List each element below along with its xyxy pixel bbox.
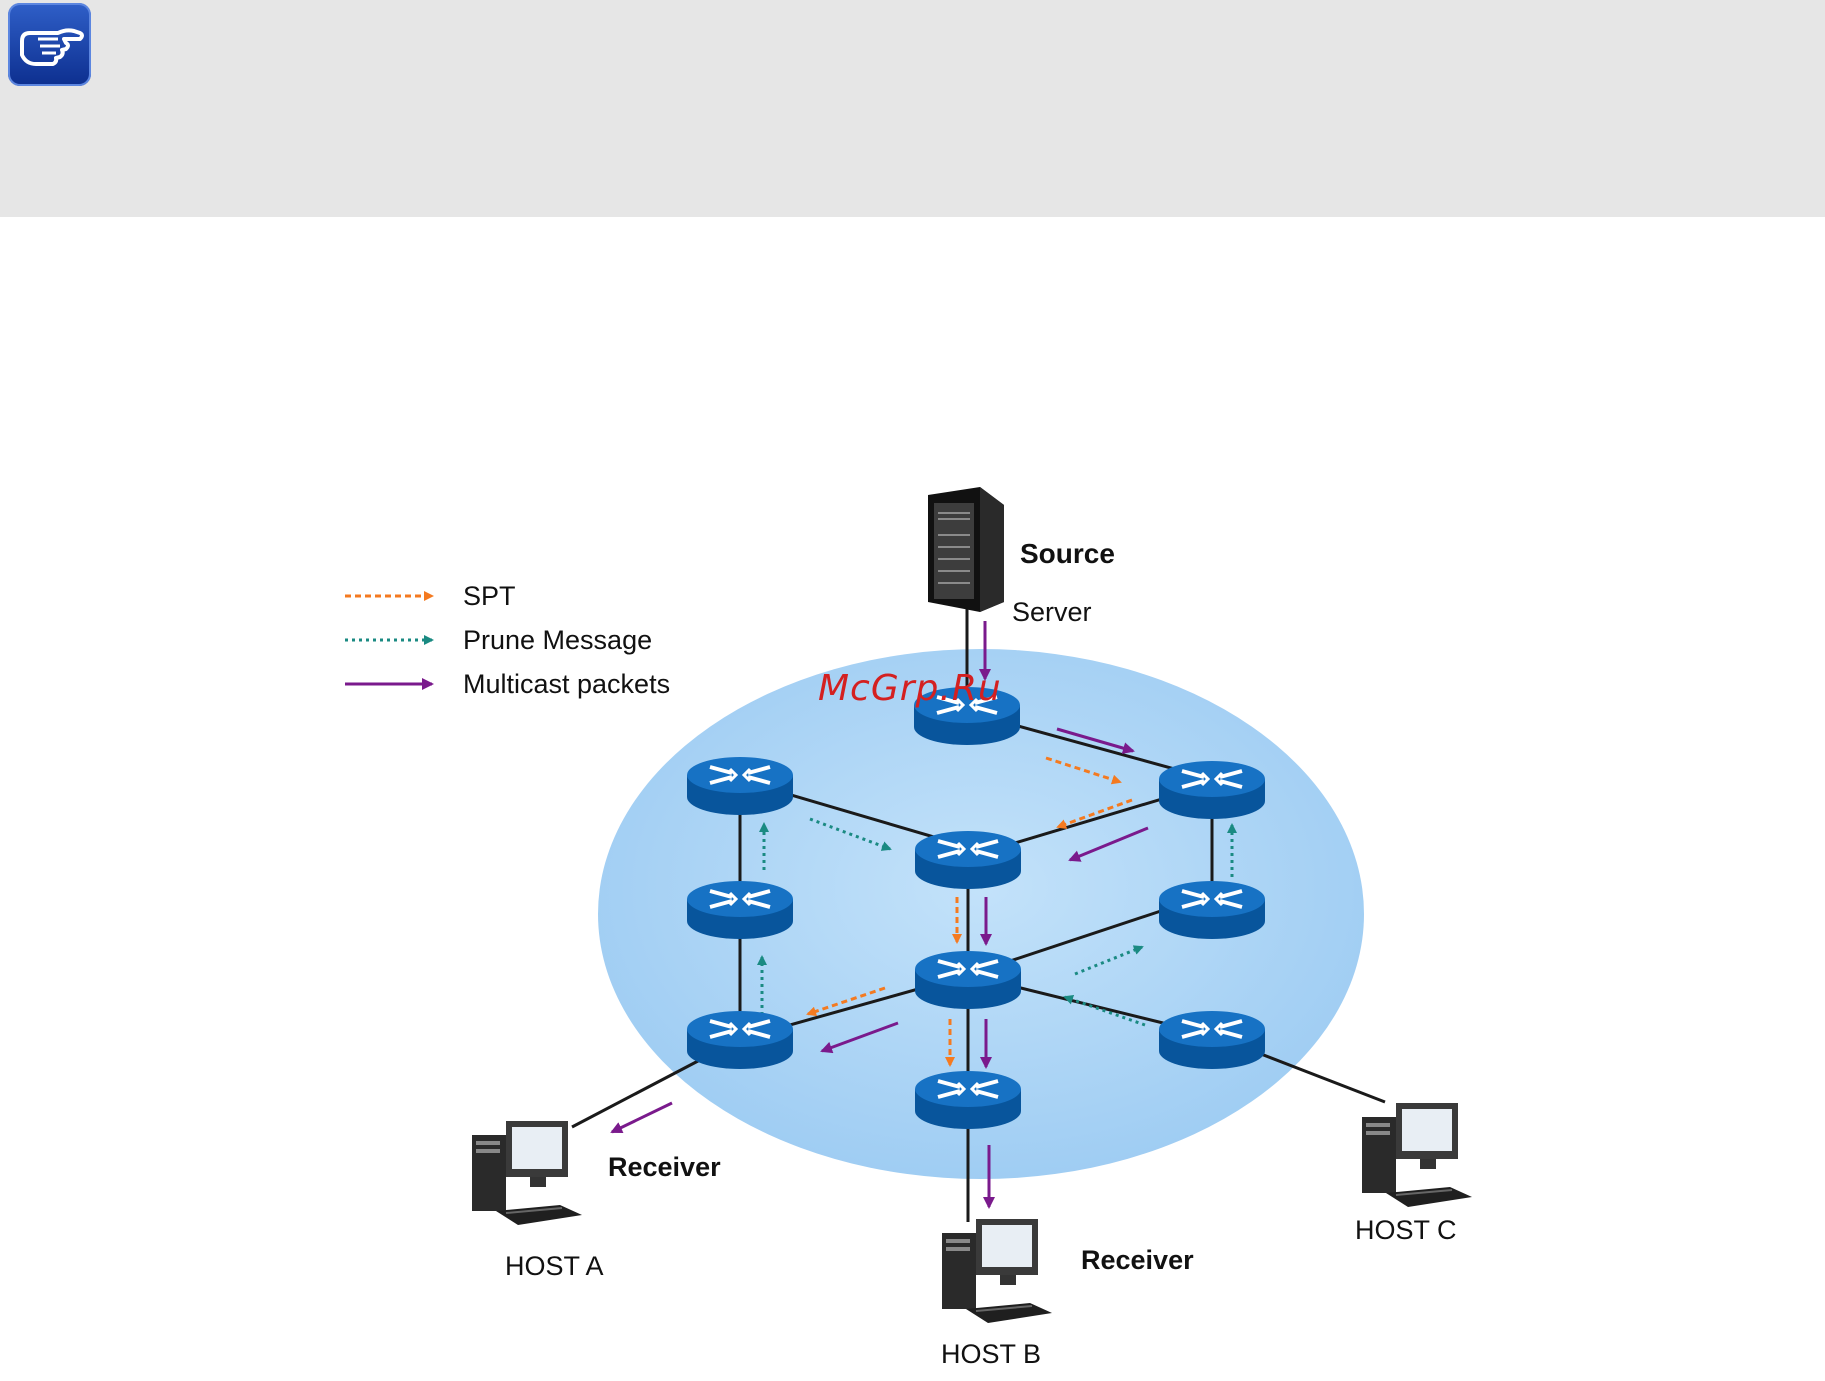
host-b-name: HOST B: [941, 1339, 1041, 1369]
host-b-computer-icon: [942, 1219, 1052, 1323]
router-right-bottom: [1159, 1011, 1265, 1069]
router-center-top: [915, 831, 1021, 889]
router-left-top: [687, 757, 793, 815]
router-center: [915, 951, 1021, 1009]
host-b-role: Receiver: [1081, 1245, 1194, 1275]
router-right-top: [1159, 761, 1265, 819]
server-label: Server: [1012, 597, 1092, 627]
server-icon: [928, 487, 1004, 612]
router-left-middle: [687, 881, 793, 939]
watermark: McGrp.Ru: [818, 668, 1002, 709]
host-a-name: HOST A: [505, 1251, 604, 1281]
router-center-bottom: [915, 1071, 1021, 1129]
multicast-diagram: SPT Prune Message Multicast packets: [0, 217, 1825, 1376]
source-label: Source: [1020, 538, 1115, 569]
legend: SPT Prune Message Multicast packets: [345, 581, 670, 699]
legend-multicast-label: Multicast packets: [463, 669, 670, 699]
legend-spt-label: SPT: [463, 581, 516, 611]
pointing-hand-icon: [8, 3, 91, 86]
multicast-arrow: [612, 1103, 672, 1132]
host-a-computer-icon: [472, 1121, 582, 1225]
host-a-role: Receiver: [608, 1152, 721, 1182]
note-bar: [0, 0, 1825, 217]
host-c-computer-icon: [1362, 1103, 1472, 1207]
router-left-bottom: [687, 1011, 793, 1069]
legend-prune-label: Prune Message: [463, 625, 652, 655]
host-c-name: HOST C: [1355, 1215, 1457, 1245]
router-right-middle: [1159, 881, 1265, 939]
